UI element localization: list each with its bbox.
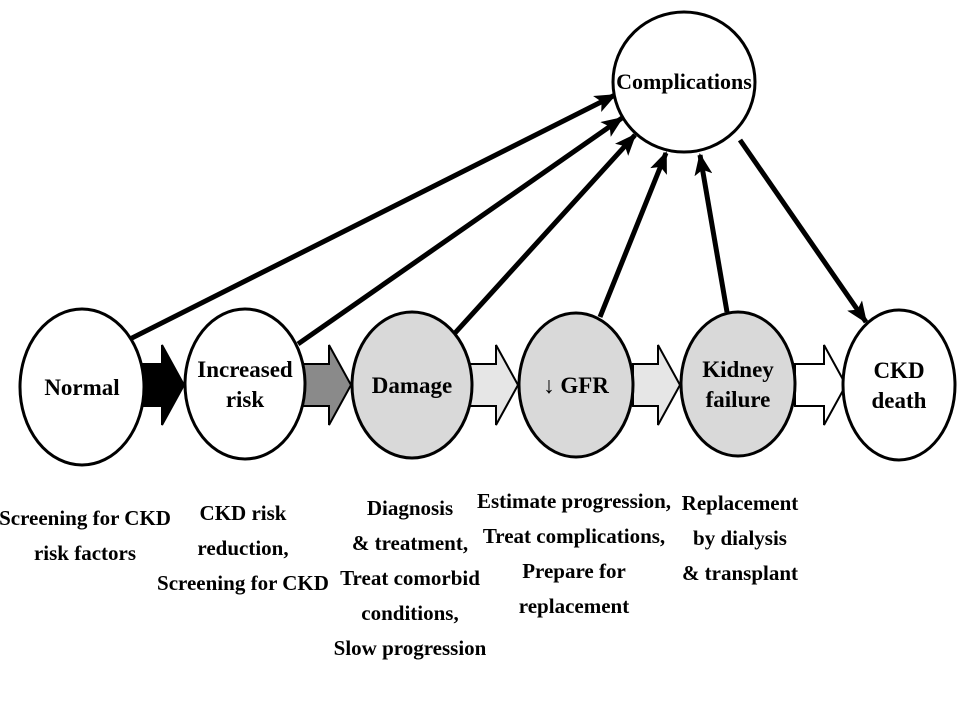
stage-caption-increased-risk: CKD risk — [200, 501, 287, 525]
flow-arrow-damage-to-gfr — [469, 344, 520, 426]
stage-caption-damage: conditions, — [361, 601, 458, 625]
complications-node — [611, 10, 757, 154]
stage-captions: Screening for CKD risk factors CKD risk red… — [0, 489, 798, 660]
stage-node-gfr — [517, 311, 635, 459]
stage-caption-normal: risk factors — [34, 541, 136, 565]
stage-node-kidney-failure — [679, 310, 797, 458]
stage-label-normal: Normal — [44, 375, 119, 400]
stage-node-increased-risk — [183, 307, 307, 461]
complications-label: Complications — [616, 69, 752, 94]
stage-caption-gfr: replacement — [519, 594, 629, 618]
stage-caption-kidney-failure: & transplant — [682, 561, 798, 585]
complication-link-increased-risk — [296, 115, 624, 347]
stage-caption-gfr: Estimate progression, — [477, 489, 671, 513]
complication-link-gfr — [597, 151, 669, 318]
stage-caption-kidney-failure: Replacement — [682, 491, 799, 515]
stage-node-normal — [18, 307, 146, 467]
progression-arrows — [137, 344, 848, 426]
complication-link-ckd-death — [737, 138, 869, 324]
stage-caption-gfr: Prepare for — [522, 559, 626, 583]
complication-link-kidney-failure — [694, 153, 730, 313]
flow-arrow-kidney-failure-to-ckd-death — [794, 344, 848, 426]
complication-links — [122, 92, 869, 347]
stage-caption-normal: Screening for CKD — [0, 506, 171, 530]
stage-caption-damage: Diagnosis — [367, 496, 453, 520]
stage-caption-kidney-failure: by dialysis — [693, 526, 787, 550]
stage-label-increased-risk: Increased — [197, 357, 293, 382]
stage-label-kidney-failure: Kidney — [702, 357, 774, 382]
stage-caption-increased-risk: Screening for CKD — [157, 571, 329, 595]
stage-label-kidney-failure: failure — [706, 387, 771, 412]
stage-caption-damage: Slow progression — [334, 636, 487, 660]
stage-caption-increased-risk: reduction, — [197, 536, 288, 560]
stage-caption-damage: & treatment, — [352, 531, 468, 555]
stage-label-damage: Damage — [372, 373, 452, 398]
flow-arrow-increased-risk-to-damage — [302, 344, 353, 426]
stage-node-damage — [350, 310, 474, 460]
stage-caption-damage: Treat comorbid — [340, 566, 480, 590]
stage-label-ckd-death: CKD — [873, 358, 924, 383]
stage-node-ckd-death — [841, 308, 957, 462]
flow-arrow-gfr-to-kidney-failure — [632, 344, 682, 426]
stage-caption-gfr: Treat complications, — [483, 524, 665, 548]
stage-label-gfr: ↓ GFR — [543, 373, 609, 398]
stage-label-increased-risk: risk — [226, 387, 265, 412]
complication-link-normal — [122, 92, 617, 345]
complication-link-damage — [453, 133, 637, 335]
stage-label-ckd-death: death — [872, 388, 927, 413]
